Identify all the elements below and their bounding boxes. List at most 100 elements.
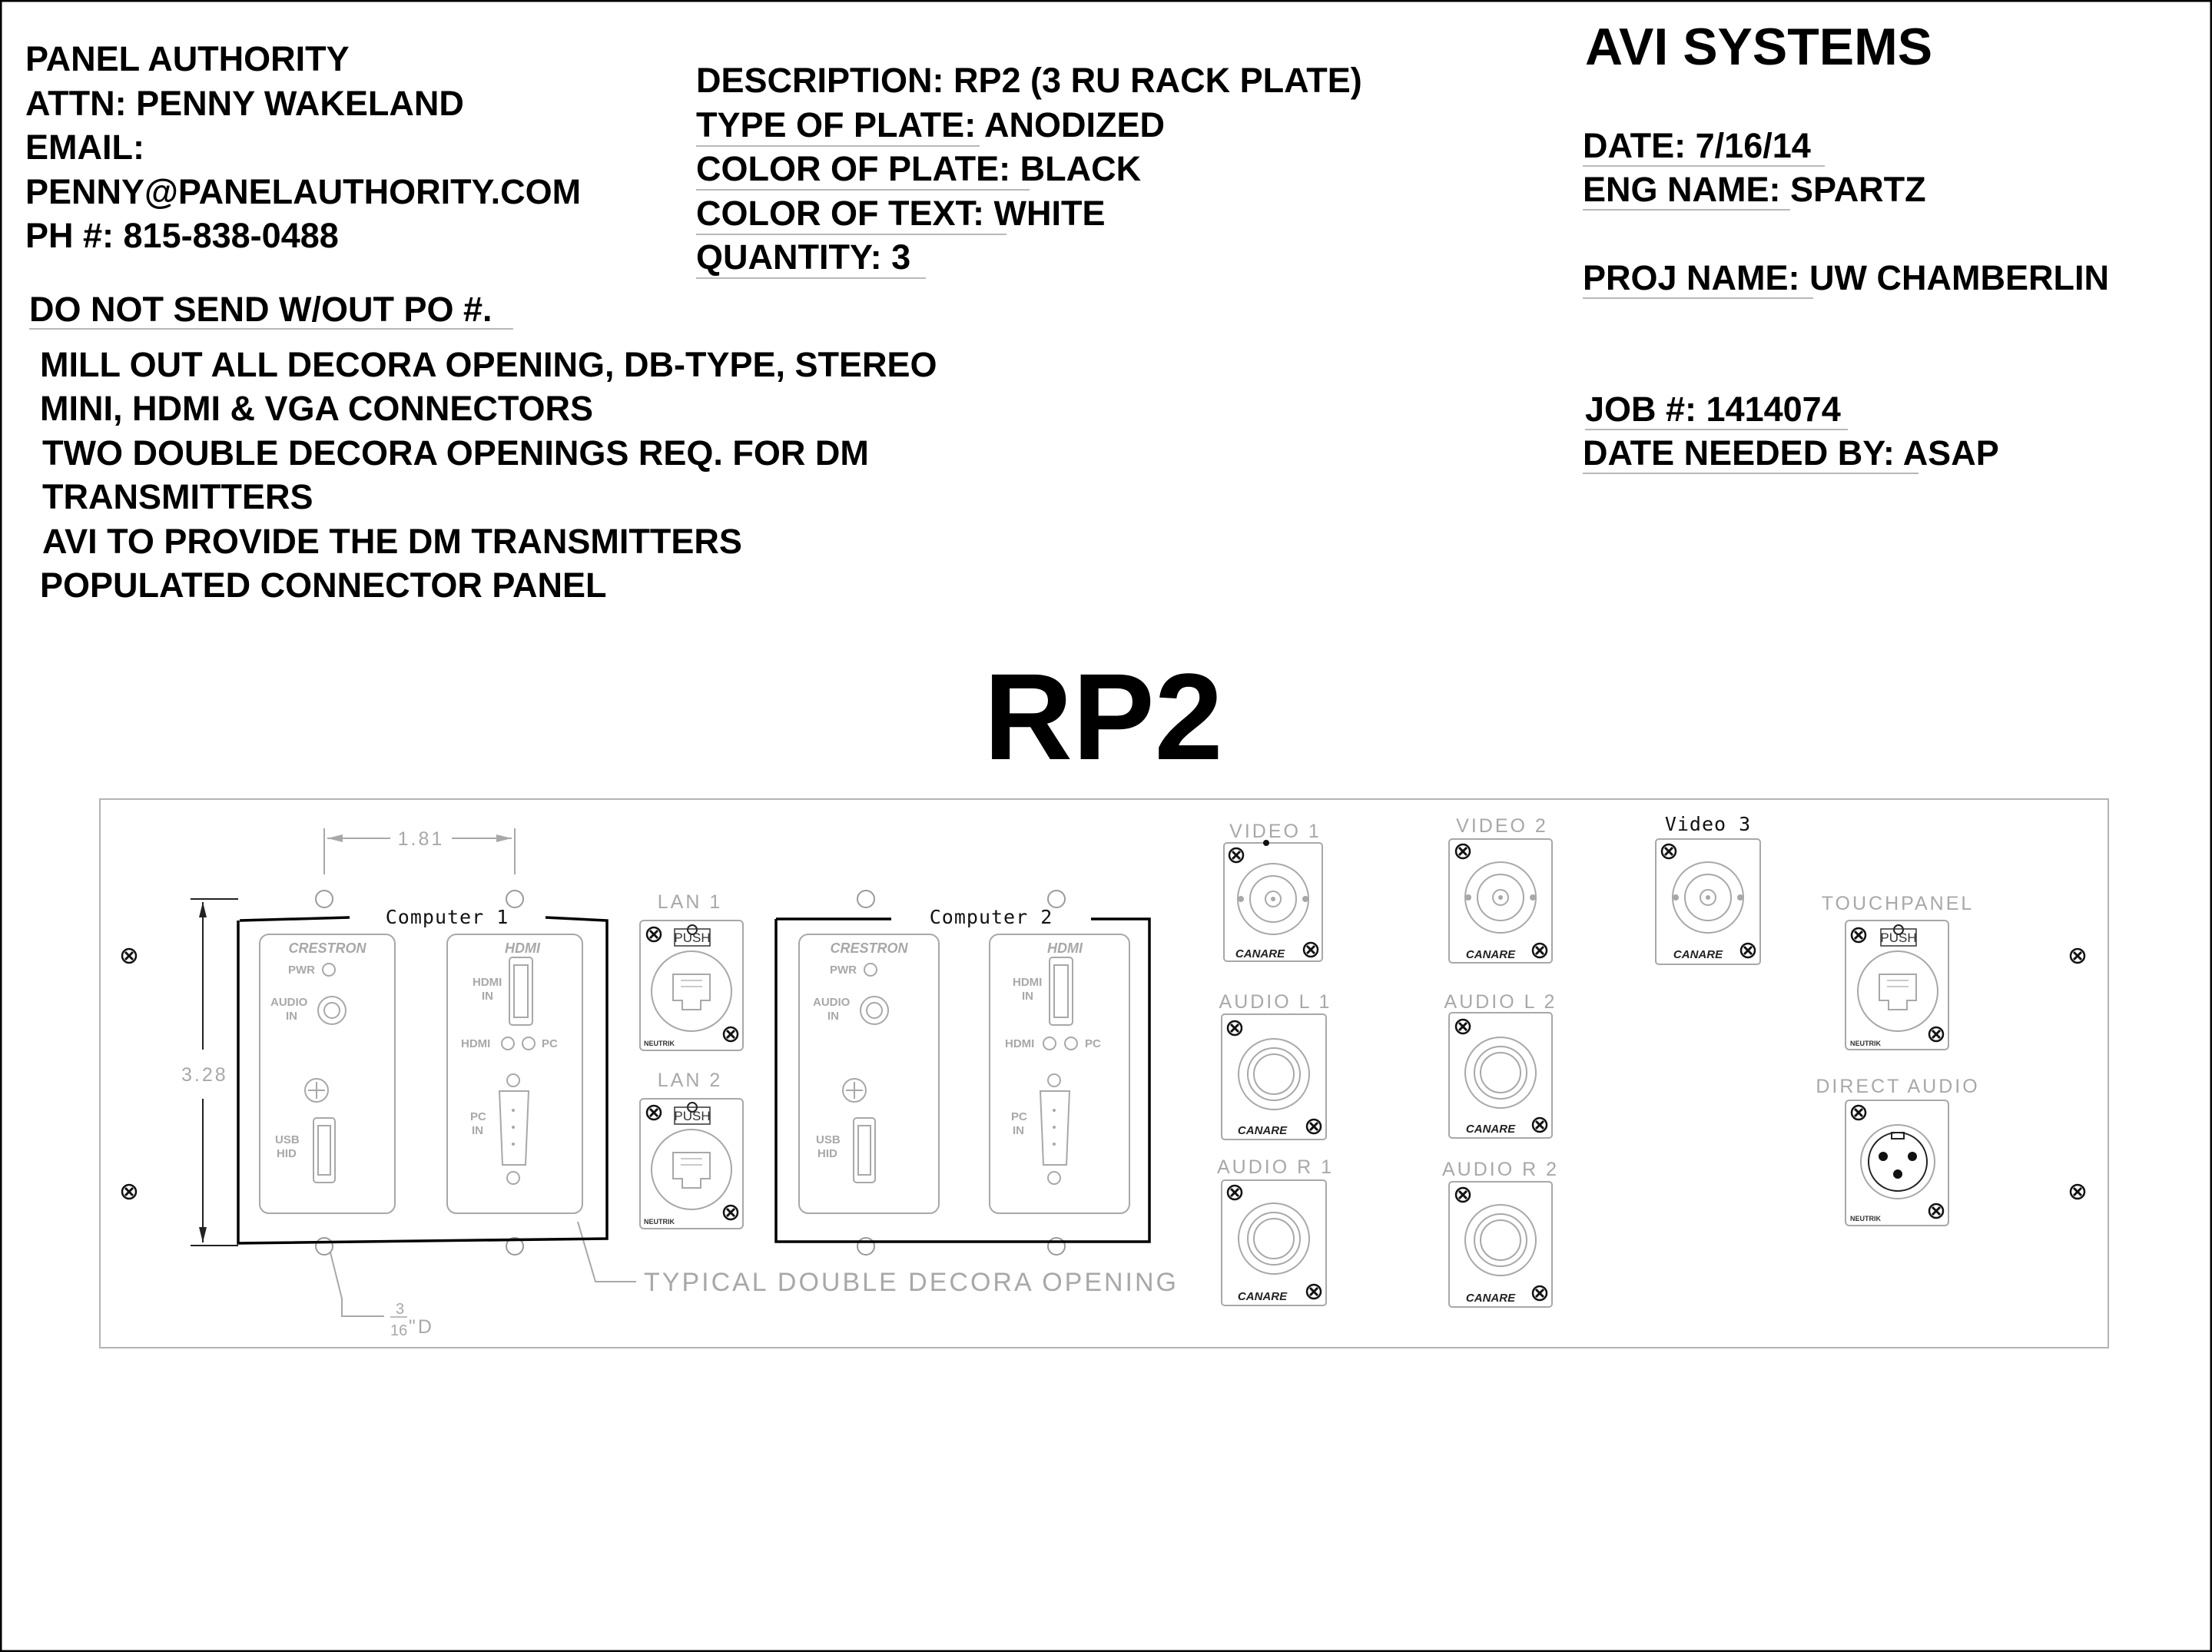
screw-icon	[1660, 843, 1677, 860]
hole-dim-numerator: 3	[396, 1301, 404, 1318]
hdmi-port-icon	[509, 957, 533, 1026]
audio-r1-label: AUDIO R 1	[1217, 1156, 1334, 1178]
dm-brand-label: CRESTRON	[288, 940, 366, 956]
mount-hole-icon	[315, 1237, 333, 1256]
video-1-label: VIDEO 1	[1229, 821, 1322, 842]
note-line: TWO DOUBLE DECORA OPENINGS REQ. FOR DM	[42, 433, 869, 473]
touchpanel-jack: TOUCHPANEL PUSH NEUTRIK	[1822, 893, 1975, 1050]
screw-icon	[1228, 847, 1245, 864]
lan-2-jack: LAN 2 PUSH NEUTRIK	[639, 1070, 744, 1229]
note-line: POPULATED CONNECTOR PANEL	[40, 566, 607, 605]
company-name: AVI SYSTEMS	[1585, 18, 1932, 76]
drawing-title: RP2	[983, 648, 1222, 785]
neutrik-label: NEUTRIK	[1850, 1040, 1881, 1047]
video-1-jack: VIDEO 1 CANARE	[1223, 821, 1323, 962]
job-number: JOB #: 1414074	[1585, 390, 1841, 429]
note-line: AVI TO PROVIDE THE DM TRANSMITTERS	[42, 522, 742, 561]
pc-select-label: PC	[542, 1037, 558, 1050]
lan-2-label: LAN 2	[658, 1070, 722, 1091]
pc-led-icon	[522, 1037, 536, 1050]
plate-quantity: QUANTITY: 3	[696, 237, 910, 277]
video-3-jack: Video 3 CANARE	[1655, 813, 1761, 965]
screw-icon	[645, 926, 662, 943]
vga-port-icon	[498, 1090, 530, 1166]
audio-l1-label: AUDIO L 1	[1219, 991, 1332, 1013]
audio-r2-jack: AUDIO R 2 CANARE	[1442, 1159, 1559, 1308]
push-label: PUSH	[674, 1109, 710, 1123]
width-dimension: 1.81	[398, 828, 445, 850]
hdmi-select-label: HDMI	[1005, 1037, 1034, 1050]
screw-icon	[1928, 1026, 1945, 1043]
screw-icon	[645, 1104, 662, 1121]
hdmi-input-module	[446, 934, 583, 1214]
ground-screw-icon	[842, 1078, 867, 1103]
vendor-name: PANEL AUTHORITY	[25, 39, 350, 78]
pc-in-label-2: IN	[472, 1124, 483, 1137]
usb-hid-label-2: HID	[277, 1147, 297, 1160]
hdmi-led-icon	[501, 1037, 515, 1050]
audio-in-label: AUDIO	[270, 996, 308, 1009]
canare-label: CANARE	[1466, 1123, 1516, 1136]
computer-2-opening: Computer 2 CRESTRON PWR AUDIO IN USB HID…	[774, 890, 1151, 1256]
canare-label: CANARE	[1235, 947, 1285, 960]
lan-1-label: LAN 1	[658, 891, 722, 913]
audio-r2-label: AUDIO R 2	[1442, 1159, 1559, 1180]
audio-in-label-2: IN	[286, 1010, 297, 1023]
mount-hole-icon	[857, 890, 875, 908]
computer-2-label: Computer 2	[930, 906, 1053, 928]
video-2-jack: VIDEO 2 CANARE	[1448, 815, 1553, 964]
rack-screw-icon	[121, 947, 138, 964]
plate-description: DESCRIPTION: RP2 (3 RU RACK PLATE)	[696, 61, 1362, 100]
height-dimension: 3.28	[181, 1064, 228, 1086]
vendor-attn: ATTN: PENNY WAKELAND	[25, 84, 464, 123]
note-line: MINI, HDMI & VGA CONNECTORS	[40, 389, 593, 428]
hdmi-in-label-2: IN	[1022, 990, 1033, 1003]
hdmi-select-label: HDMI	[461, 1037, 490, 1050]
screw-icon	[1850, 927, 1867, 944]
screw-icon	[722, 1026, 739, 1043]
computer-1-label: Computer 1	[386, 906, 509, 928]
engineer-name: ENG NAME: SPARTZ	[1583, 170, 1926, 209]
xlr-connector-icon	[1860, 1124, 1935, 1199]
mount-hole-icon	[315, 890, 333, 908]
hole-dim-denominator: 16	[390, 1322, 407, 1339]
usb-hid-label-2: HID	[817, 1147, 837, 1160]
drawing-date: DATE: 7/16/14	[1583, 126, 1811, 165]
canare-label: CANARE	[1673, 948, 1723, 961]
dm-transmitter-module	[798, 934, 940, 1214]
hdmi-logo: HDMI	[1047, 940, 1083, 956]
audio-l2-label: AUDIO L 2	[1444, 991, 1557, 1013]
plate-color: COLOR OF PLATE: BLACK	[696, 149, 1142, 188]
screw-icon	[1531, 942, 1548, 959]
screw-icon	[1850, 1104, 1867, 1121]
push-latch-icon	[1893, 924, 1904, 935]
screw-icon	[1226, 1184, 1243, 1201]
usb-port-icon	[313, 1117, 336, 1183]
usb-hid-label: USB	[816, 1133, 841, 1146]
hdmi-input-module	[989, 934, 1130, 1214]
screw-icon	[1454, 1186, 1471, 1203]
text-color: COLOR OF TEXT: WHITE	[696, 194, 1105, 233]
vendor-email-label: EMAIL:	[25, 128, 144, 167]
canare-label: CANARE	[1466, 1292, 1516, 1305]
audio-l1-jack: AUDIO L 1 CANARE	[1219, 991, 1332, 1140]
touchpanel-label: TOUCHPANEL	[1822, 893, 1975, 914]
rack-screw-icon	[2069, 947, 2086, 964]
canare-label: CANARE	[1466, 948, 1516, 961]
audio-in-label: AUDIO	[813, 996, 851, 1009]
canare-label: CANARE	[1238, 1124, 1288, 1137]
rack-plate	[99, 798, 2109, 1348]
usb-port-icon	[853, 1117, 876, 1183]
screw-icon	[1531, 1116, 1548, 1133]
pwr-led-icon	[864, 963, 877, 977]
note-line: TRANSMITTERS	[42, 477, 313, 516]
pc-in-label: PC	[1011, 1110, 1027, 1123]
neutrik-label: NEUTRIK	[1850, 1215, 1881, 1222]
date-needed: DATE NEEDED BY: ASAP	[1583, 433, 1999, 473]
audio-jack-icon	[860, 996, 889, 1025]
screw-icon	[1226, 1020, 1243, 1037]
lan-1-jack: LAN 1 PUSH NEUTRIK	[639, 891, 744, 1051]
neutrik-label: NEUTRIK	[644, 1040, 675, 1047]
pc-led-icon	[1064, 1037, 1078, 1050]
mount-hole-icon	[506, 890, 524, 908]
